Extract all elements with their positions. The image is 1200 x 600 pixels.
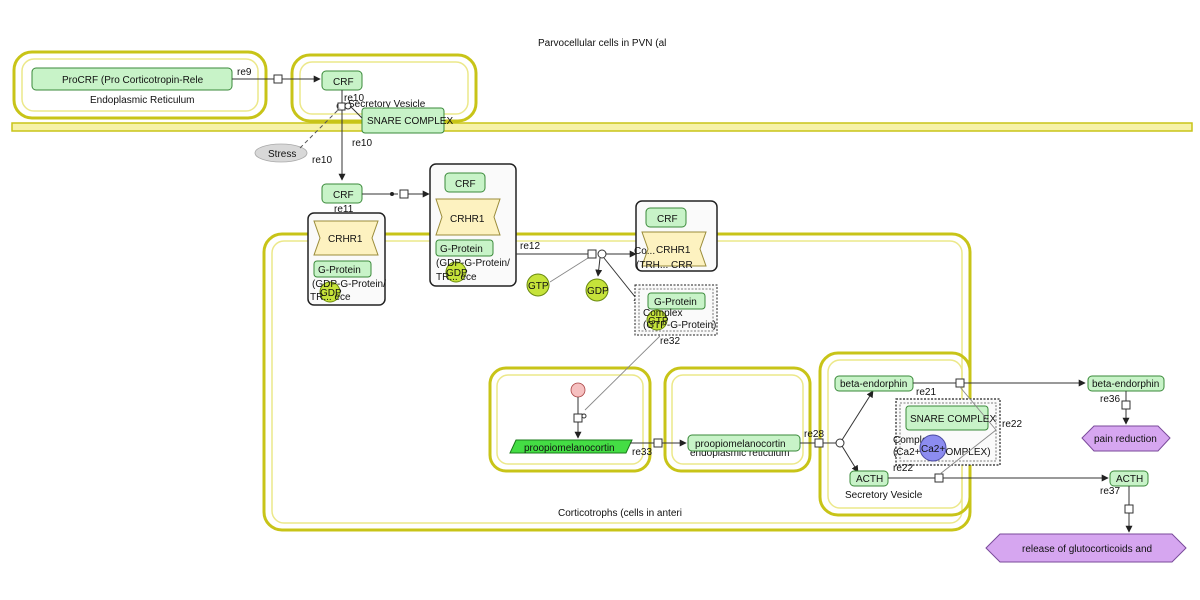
compartment-label: Secretory Vesicle: [845, 490, 923, 501]
reaction-re37[interactable]: re37: [1100, 486, 1134, 533]
species-crf-mid[interactable]: CRF: [321, 183, 363, 204]
species-label: GDP: [587, 286, 609, 297]
complex-label: (GTP-G-Protein): [643, 320, 716, 331]
species-gtp-free[interactable]: GTP: [526, 273, 550, 297]
species-beta-endorphin[interactable]: beta-endorphin: [834, 375, 914, 392]
reaction-label: re11: [334, 204, 354, 215]
reaction-re11[interactable]: re11: [334, 189, 430, 215]
reaction-label: re10: [352, 138, 372, 149]
gdp-label: GDP: [446, 268, 468, 279]
species-label: CRF: [657, 214, 678, 225]
reaction-re22[interactable]: re22 re22: [888, 419, 1109, 483]
species-stress[interactable]: Stress: [254, 143, 308, 163]
reaction-label: re10: [344, 93, 364, 104]
complex-label: Complex: [893, 435, 932, 446]
compartment-label: endoplasmic reticulum: [690, 448, 790, 459]
reaction-label: re37: [1100, 486, 1120, 497]
gdp-label: GDP: [320, 288, 342, 299]
complex-receptor-c[interactable]: CRF CRHR1 Co... (TRH... CRR: [634, 200, 718, 272]
species-label: CRF: [455, 179, 476, 190]
complex-receptor-b[interactable]: CRF CRHR1 G-Protein GDP (GDP-G-Protein/ …: [429, 163, 517, 287]
species-label: Stress: [268, 149, 296, 160]
species-label: CRF: [333, 190, 354, 201]
gprotein-label: G-Protein: [654, 297, 697, 308]
ca-label: Ca2+: [921, 444, 945, 455]
top-compartment-label: Parvocellular cells in PVN (al: [538, 38, 666, 49]
phenotype-label: pain reduction: [1094, 434, 1157, 445]
cell-membrane: [11, 122, 1193, 132]
compartment-label: Secretory Vesicle: [348, 99, 426, 110]
reaction-re9[interactable]: re9: [232, 67, 321, 84]
gprotein-label: G-Protein: [318, 265, 361, 276]
species-procrf[interactable]: ProCRF (Pro Corticotropin-Rele: [31, 67, 233, 91]
reaction-label: re22: [893, 463, 913, 474]
complex-label: (TRH... CRR: [636, 260, 693, 271]
gprotein-label: G-Protein: [440, 244, 483, 255]
species-snare-complex-top[interactable]: SNARE COMPLEX: [361, 107, 453, 134]
complex-label: TR... ece: [310, 292, 351, 303]
receptor-label: CRHR1: [450, 214, 485, 225]
species-label: proopiomelanocortin: [524, 443, 615, 454]
reaction-label: re36: [1100, 394, 1120, 405]
species-label: CRF: [333, 77, 354, 88]
phenotype-label: release of glutocorticoids and: [1022, 544, 1152, 555]
complex-label: Complex: [643, 308, 682, 319]
complex-gtp-gprotein[interactable]: G-Protein GTP Complex (GTP-G-Protein): [634, 284, 718, 336]
reaction-re28[interactable]: re28: [800, 390, 874, 473]
species-label: proopiomelanocortin: [695, 439, 786, 450]
reaction-re32[interactable]: re32: [570, 335, 680, 439]
compartment-label: Endoplasmic Reticulum: [90, 95, 195, 106]
reaction-re36[interactable]: re36: [1100, 391, 1131, 425]
receptor-label: CRHR1: [328, 234, 363, 245]
receptor-label: CRHR1: [656, 245, 691, 256]
species-acth[interactable]: ACTH: [849, 470, 889, 487]
species-gdp-free[interactable]: GDP: [585, 278, 609, 302]
compartment-endoplasmic-reticulum-lower[interactable]: endoplasmic reticulum: [663, 366, 812, 473]
species-label: SNARE COMPLEX: [367, 116, 453, 127]
compartment-label: Corticotrophs (cells in anteri: [558, 508, 682, 519]
species-beta-endorphin-out[interactable]: beta-endorphin: [1087, 375, 1165, 392]
complex-label: (GDP-G-Protein/: [312, 279, 386, 290]
reaction-re12[interactable]: re12: [516, 241, 641, 304]
reaction-label: re21: [916, 387, 936, 398]
reaction-label: re32: [660, 336, 680, 347]
complex-label: (GDP-G-Protein/: [436, 258, 510, 269]
species-crf-top[interactable]: CRF: [321, 70, 363, 91]
complex-label: Co...: [634, 246, 655, 257]
complex-ca-snare[interactable]: SNARE COMPLEX Complex (Ca2+...E COMPLEX)…: [893, 398, 1001, 466]
species-label: ProCRF (Pro Corticotropin-Rele: [62, 75, 204, 86]
reaction-re21[interactable]: re21: [913, 378, 1086, 431]
reaction-label: re9: [237, 67, 252, 78]
compartment-nucleus[interactable]: [488, 366, 652, 473]
reaction-label: re28: [804, 429, 824, 440]
reaction-re33[interactable]: re33: [630, 438, 687, 458]
species-proopiomelanocortin[interactable]: proopiomelanocortin: [687, 434, 801, 452]
species-label: ACTH: [856, 474, 883, 485]
complex-label: TR... ece: [436, 272, 477, 283]
species-label: SNARE COMPLEX: [910, 414, 996, 425]
phenotype-release-glucocorticoids[interactable]: release of glutocorticoids and: [985, 533, 1187, 563]
species-label: ACTH: [1116, 474, 1143, 485]
species-mrna-proopiomelanocortin[interactable]: proopiomelanocortin: [509, 439, 633, 454]
species-label: beta-endorphin: [1092, 379, 1159, 390]
gtp-label: GTP: [648, 316, 669, 327]
reaction-re10[interactable]: re10 re10 re10: [299, 90, 372, 181]
compartment-endoplasmic-reticulum[interactable]: Endoplasmic Reticulum: [12, 50, 268, 120]
phenotype-pain-reduction[interactable]: pain reduction: [1081, 425, 1171, 452]
species-label: beta-endorphin: [840, 379, 907, 390]
reaction-label: re12: [520, 241, 540, 252]
reaction-label: re10: [312, 155, 332, 166]
complex-receptor-a[interactable]: CRHR1 G-Protein GDP (GDP-G-Protein/ TR..…: [307, 212, 386, 306]
reaction-label: re22: [1002, 419, 1022, 430]
reaction-label: re33: [632, 447, 652, 458]
species-label: GTP: [528, 281, 549, 292]
species-acth-out[interactable]: ACTH: [1109, 470, 1149, 487]
